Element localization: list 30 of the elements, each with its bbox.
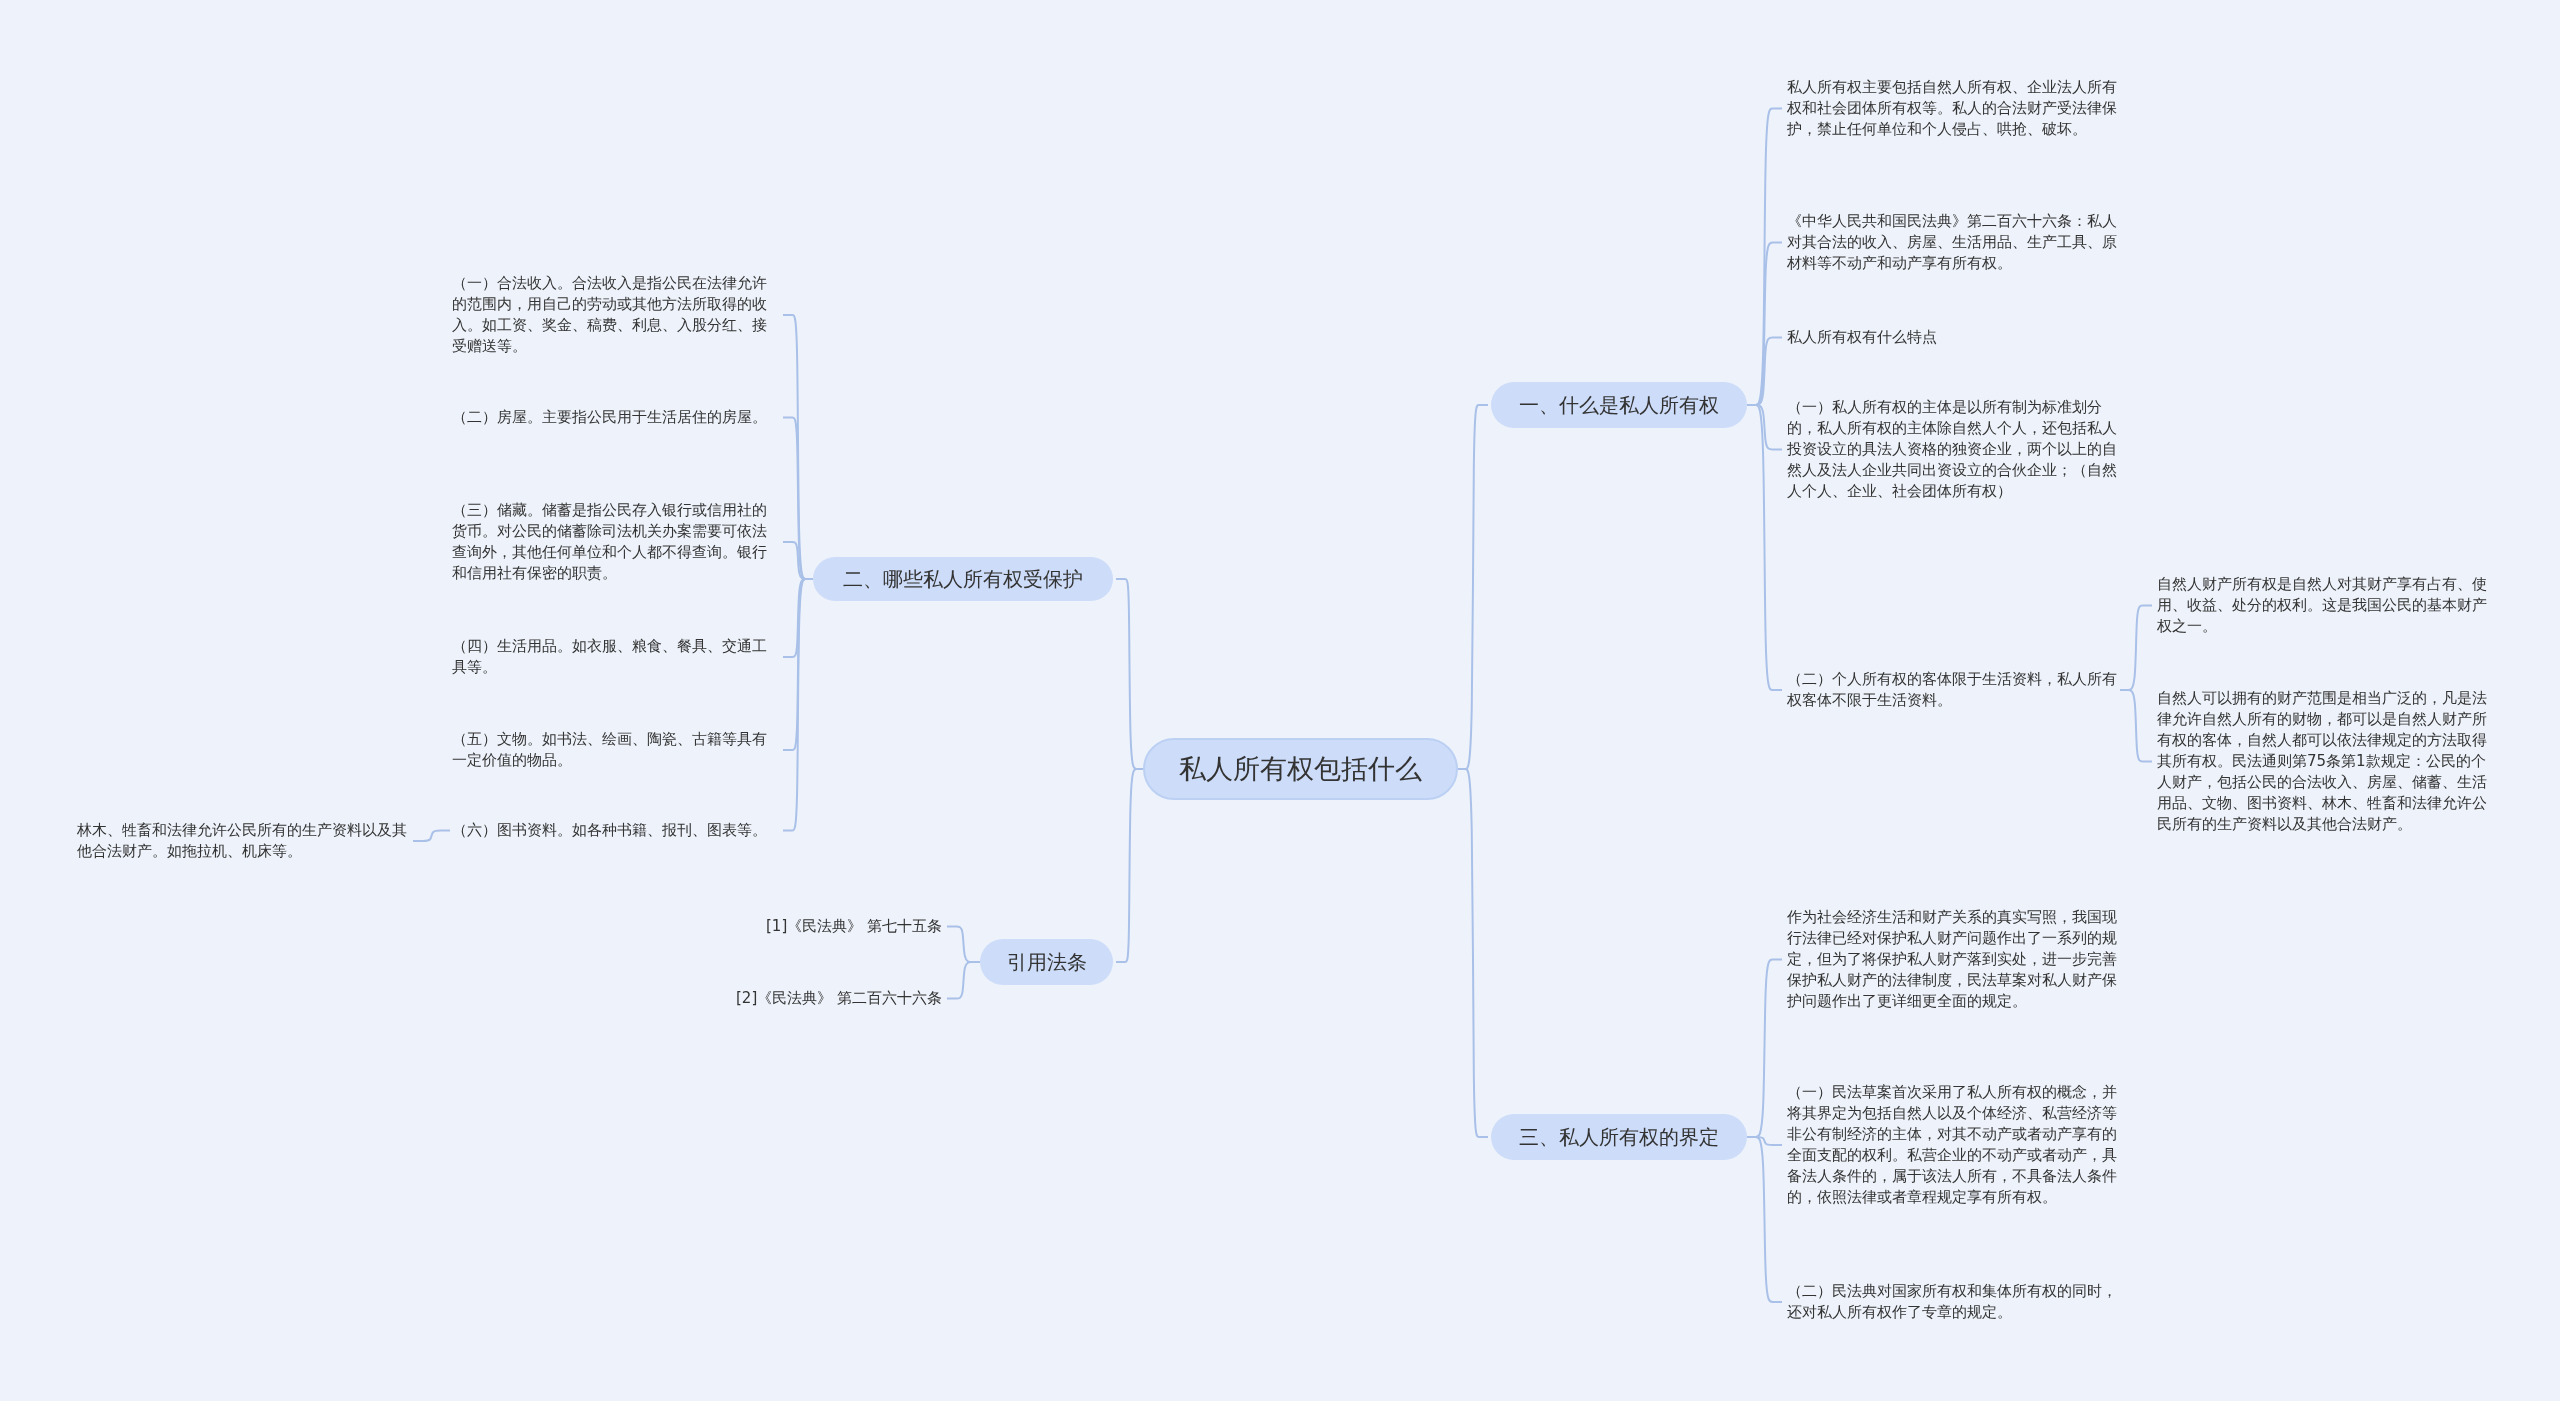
citation-text: [2]《民法典》 第二百六十六条 bbox=[684, 987, 944, 1010]
topic-text: 私人所有权有什么特点 bbox=[1785, 326, 2120, 349]
connector-line bbox=[1746, 404, 1783, 691]
topic-text: 自然人可以拥有的财产范围是相当广泛的，凡是法律允许自然人所有的财物，都可以是自然人财产所有权的客体，自然人都可以依法律规定的方法取得其所有权。民法通则第75条第1款规定：公民的个人财产，包括公民的合法收入、房屋、储蓄、生活用品、文物、图书资料、林木、牲畜和法律允许公民所有的生产资料以及其他合法财产。 bbox=[2155, 687, 2490, 836]
central-topic: 私人所有权包括什么 bbox=[1143, 738, 1458, 800]
topic-text: 私人所有权主要包括自然人所有权、企业法人所有权和社会团体所有权等。私人的合法财产受法律保护，禁止任何单位和个人侵占、哄抢、破坏。 bbox=[1785, 76, 2120, 141]
connector-line bbox=[782, 578, 814, 832]
topic-text: 《中华人民共和国民法典》第二百六十六条：私人对其合法的收入、房屋、生活用品、生产工具、原材料等不动产和动产享有所有权。 bbox=[1785, 210, 2120, 275]
topic-text: （四）生活用品。如衣服、粮食、餐具、交通工具等。 bbox=[450, 635, 780, 679]
topic-text: （一）民法草案首次采用了私人所有权的概念，并将其界定为包括自然人以及个体经济、私营经济等非公有制经济的主体，对其不动产或者动产享有的全面支配的权利。私营企业的不动产或者动产，具备法人条件的，属于该法人所有，不具备法人条件的，依照法律或者章程规定享有所有权。 bbox=[1785, 1081, 2120, 1209]
topic-text: （五）文物。如书法、绘画、陶瓷、古籍等具有一定价值的物品。 bbox=[450, 728, 780, 772]
topic-text: 林木、牲畜和法律允许公民所有的生产资料以及其他合法财产。如拖拉机、机床等。 bbox=[75, 819, 410, 863]
branch-topic: 三、私人所有权的界定 bbox=[1491, 1114, 1747, 1160]
topic-text: 作为社会经济生活和财产关系的真实写照，我国现行法律已经对保护私人财产问题作出了一系列的规定，但为了将保护私人财产落到实处，进一步完善保护私人财产的法律制度，民法草案对私人财产保护问题作出了更详细更全面的规定。 bbox=[1785, 906, 2120, 1013]
topic-text: （一）合法收入。合法收入是指公民在法律允许的范围内，用自己的劳动或其他方法所取得的收入。如工资、奖金、稿费、利息、入股分红、接受赠送等。 bbox=[450, 272, 780, 358]
topic-text: （六）图书资料。如各种书籍、报刊、图表等。 bbox=[450, 819, 780, 842]
topic-text: （一）私人所有权的主体是以所有制为标准划分的，私人所有权的主体除自然人个人，还包括私人投资设立的具法人资格的独资企业，两个以上的自然人及法人企业共同出资设立的合伙企业；（自然人个人、企业、社会团体所有权） bbox=[1785, 396, 2120, 503]
citation-text: [1]《民法典》 第七十五条 bbox=[684, 915, 944, 938]
topic-text: （二）房屋。主要指公民用于生活居住的房屋。 bbox=[450, 406, 780, 429]
connector-line bbox=[412, 829, 451, 842]
connector-line bbox=[1746, 1136, 1783, 1303]
topic-text: （二）个人所有权的客体限于生活资料，私人所有权客体不限于生活资料。 bbox=[1785, 668, 2120, 712]
connector-line bbox=[946, 961, 981, 1000]
connector-line bbox=[1115, 768, 1144, 963]
topic-text: （三）储藏。储蓄是指公民存入银行或信用社的货币。对公民的储蓄除司法机关办案需要可依法查询外，其他任何单位和个人都不得查询。银行和信用社有保密的职责。 bbox=[450, 499, 780, 585]
branch-topic: 二、哪些私人所有权受保护 bbox=[813, 557, 1113, 601]
branch-topic: 引用法条 bbox=[980, 939, 1113, 985]
topic-text: （二）民法典对国家所有权和集体所有权的同时，还对私人所有权作了专章的规定。 bbox=[1785, 1280, 2120, 1324]
topic-text: 自然人财产所有权是自然人对其财产享有占有、使用、收益、处分的权利。这是我国公民的基本财产权之一。 bbox=[2155, 573, 2490, 638]
branch-topic: 一、什么是私人所有权 bbox=[1491, 382, 1747, 428]
